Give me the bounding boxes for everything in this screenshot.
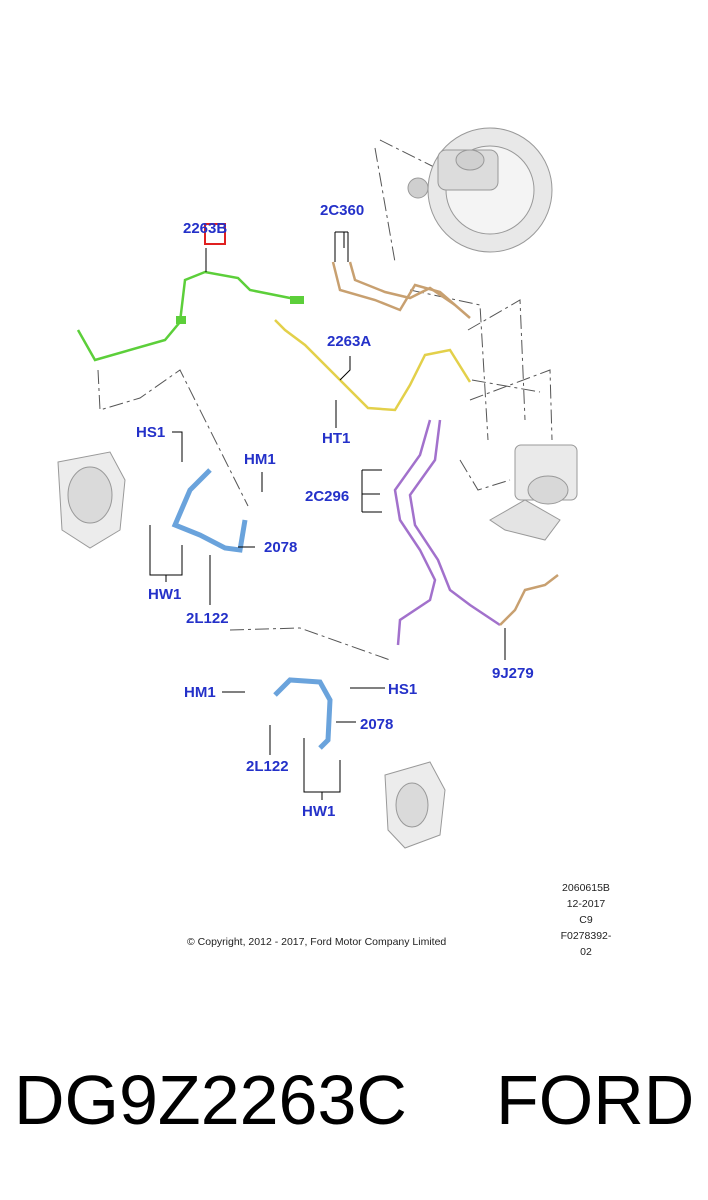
brake-line-9j279 — [499, 574, 559, 626]
callout-hs1-front[interactable]: HS1 — [136, 424, 166, 441]
callout-hw1-front[interactable]: HW1 — [148, 586, 182, 603]
callout-2078-rear[interactable]: 2078 — [360, 716, 394, 733]
callout-2c360[interactable]: 2C360 — [320, 202, 365, 219]
callout-2263a[interactable]: 2263A — [327, 333, 372, 350]
abs-module — [489, 444, 578, 541]
callout-2263b[interactable]: 2263B — [183, 220, 228, 237]
brake-hose-front — [171, 468, 248, 553]
meta-code: 2060615B — [562, 882, 610, 894]
green-fitting — [290, 296, 304, 304]
leader-lines — [149, 231, 506, 800]
meta-figure-id: F0278392-02 — [560, 930, 612, 958]
highlight-box — [204, 223, 226, 245]
brake-line-2263b — [76, 270, 301, 362]
copyright-notice: © Copyright, 2012 - 2017, Ford Motor Com… — [187, 936, 447, 948]
brake-caliper-rear — [384, 761, 446, 849]
brake-line-2263a — [274, 319, 472, 412]
brake-line-2c296 — [393, 419, 437, 646]
brake-lines-diagram — [57, 127, 578, 849]
brake-line-2c360-b — [348, 261, 456, 307]
callout-hm1-front[interactable]: HM1 — [244, 451, 276, 468]
callout-2l122-front[interactable]: 2L122 — [186, 610, 229, 627]
callout-hw1-rear[interactable]: HW1 — [302, 803, 336, 820]
callout-2c296[interactable]: 2C296 — [305, 488, 350, 505]
brake-caliper-front — [57, 451, 126, 549]
callout-ht1[interactable]: HT1 — [322, 430, 351, 447]
meta-variant: C9 — [579, 914, 593, 926]
phantom-outlines — [97, 139, 553, 661]
callout-2078-front[interactable]: 2078 — [264, 539, 298, 556]
callout-9j279[interactable]: 9J279 — [492, 665, 534, 682]
callout-hs1-rear[interactable]: HS1 — [388, 681, 418, 698]
callout-2l122-rear[interactable]: 2L122 — [246, 758, 289, 775]
brake-line-2c296-b — [408, 419, 501, 627]
callout-hm1-rear[interactable]: HM1 — [184, 684, 216, 701]
brand-name: FORD — [496, 1061, 695, 1139]
brake-line-2c360 — [331, 261, 471, 319]
green-fitting — [176, 316, 186, 324]
diagram-meta: 2060615B 12-2017 C9 F0278392-02 — [555, 880, 617, 960]
meta-date: 12-2017 — [566, 898, 606, 910]
brake-booster — [407, 127, 553, 253]
brake-hose-rear — [273, 677, 333, 750]
part-number: DG9Z2263C — [14, 1061, 407, 1139]
